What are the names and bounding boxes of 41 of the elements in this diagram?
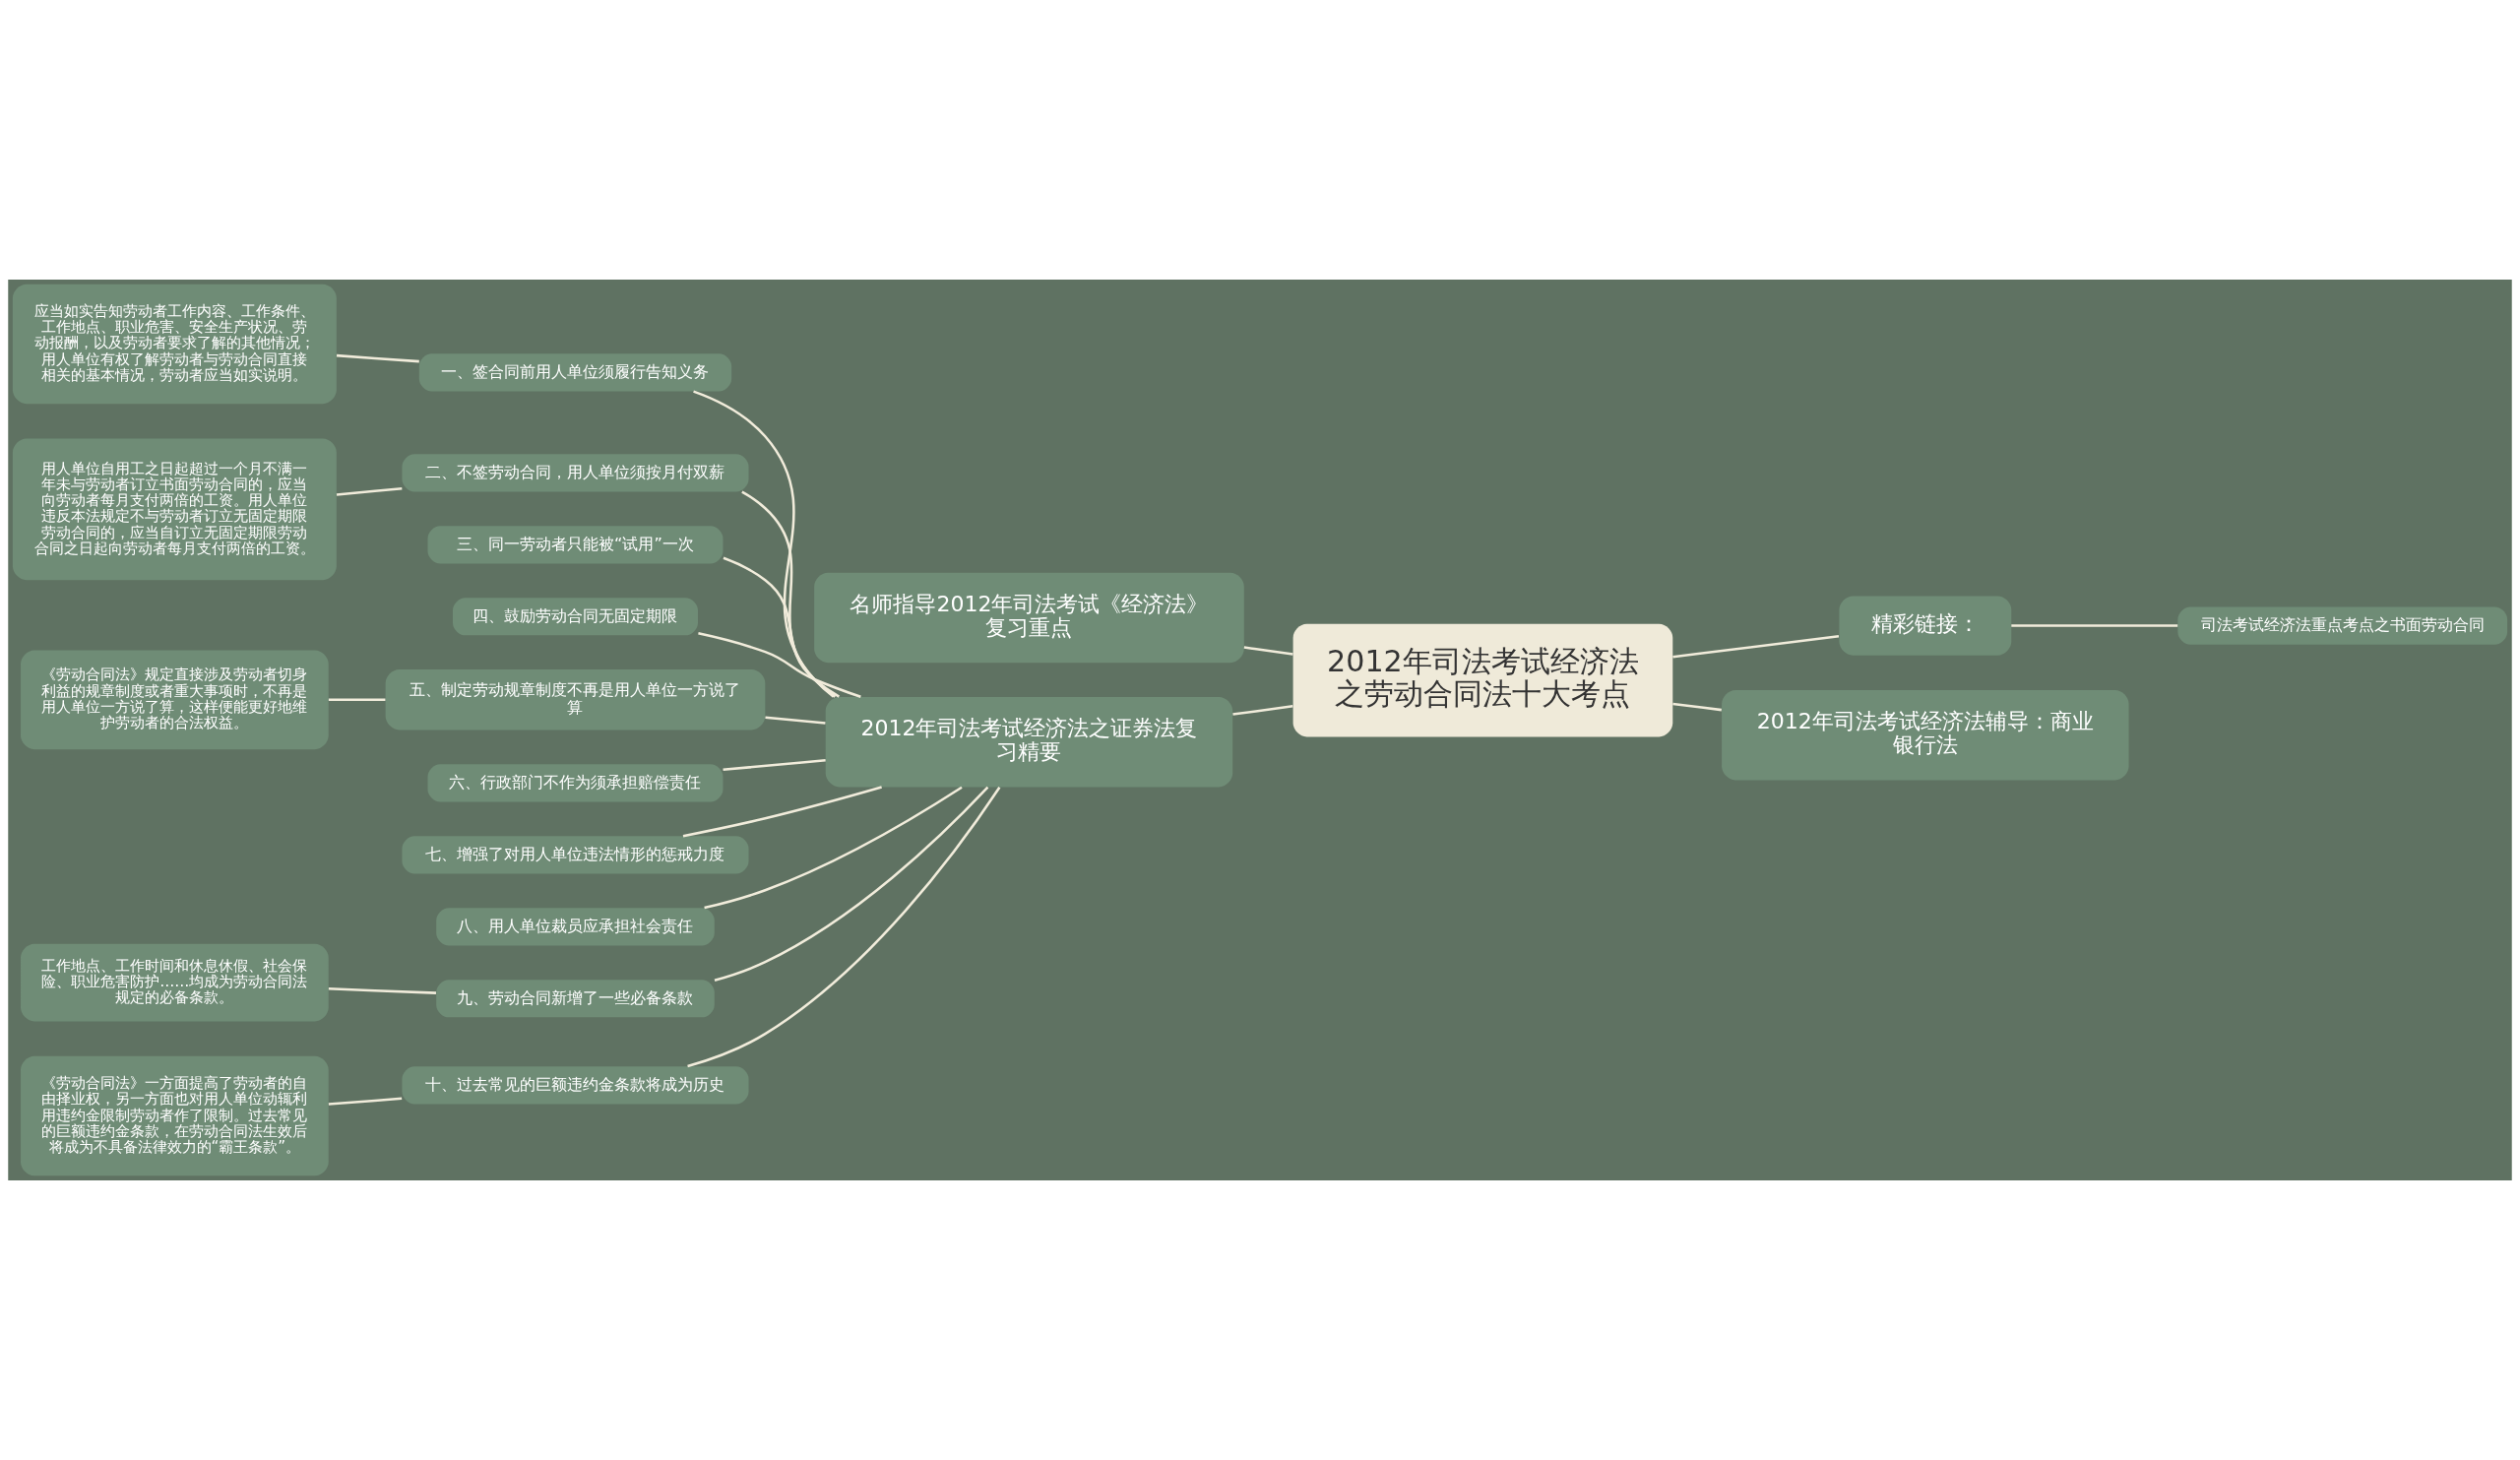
connector [723, 759, 826, 772]
node-box: 2012年司法考试经济法辅导：商业银行法 [1722, 689, 2129, 781]
node-box: 三、同一劳动者只能被“试用”一次 [427, 526, 724, 564]
node-box: 司法考试经济法重点考点之书面劳动合同 [2177, 606, 2508, 645]
node-box: 四、鼓励劳动合同无固定期限 [452, 598, 698, 636]
connector [328, 987, 437, 994]
node-box: 五、制定劳动规章制度不再是用人单位一方说了算 [385, 669, 766, 730]
node-box: 应当如实告知劳动者工作内容、工作条件、工作地点、职业危害、安全生产状况、劳动报酬，以及劳动者要求了解的其他情况；用人单位有权了解劳动者与劳动合同直接相关的基本情况，劳动者应当如实说明。 [12, 284, 337, 405]
connector [765, 716, 826, 725]
node-box: 精彩链接： [1839, 596, 2012, 656]
connector [1672, 635, 1840, 659]
node-box: 用人单位自用工之日起超过一个月不满一年未与劳动者订立书面劳动合同的，应当向劳动者每月支付两倍的工资。用人单位违反本法规定不与劳动者订立无固定期限劳动合同的，应当自订立无固定期限劳动合同之日起向劳动者每月支付两倍的工资。 [12, 438, 337, 581]
node-box: 八、用人单位裁员应承担社会责任 [436, 908, 715, 946]
connector [2011, 624, 2178, 627]
node-box: 二、不签劳动合同，用人单位须按月付双薪 [402, 454, 749, 492]
connector [682, 786, 882, 838]
connector [1243, 646, 1293, 656]
node-box: 九、劳动合同新增了一些必备条款 [436, 980, 715, 1018]
node-box: 《劳动合同法》一方面提高了劳动者的自由择业权，另一方面也对用人单位动辄利用违约金限制劳动者作了限制。过去常见的巨额违约金条款，在劳动合同法生效后将成为不具备法律效力的“霸王条款”。 [21, 1055, 329, 1176]
connector [336, 487, 403, 496]
node-box: 七、增强了对用人单位违法情形的惩戒力度 [402, 836, 749, 874]
node-box: 名师指导2012年司法考试《经济法》复习重点 [814, 572, 1244, 664]
connector [328, 1097, 403, 1106]
node-box: 2012年司法考试经济法之劳动合同法十大考点 [1292, 623, 1673, 737]
connector [714, 786, 989, 982]
connector [328, 698, 386, 702]
node-box: 一、签合同前用人单位须履行告知义务 [418, 353, 732, 392]
node-box: 工作地点、工作时间和休息休假、社会保险、职业危害防护……均成为劳动合同法规定的必备条款。 [21, 943, 329, 1022]
node-box: 2012年司法考试经济法之证券法复习精要 [825, 696, 1233, 788]
node-box: 六、行政部门不作为须承担赔偿责任 [427, 764, 724, 802]
connector [704, 786, 963, 910]
connector [1232, 705, 1293, 716]
connector [741, 490, 837, 698]
connector [723, 556, 840, 698]
connector [687, 787, 1001, 1068]
connector [693, 390, 835, 698]
connector [698, 632, 861, 699]
node-box: 《劳动合同法》规定直接涉及劳动者切身利益的规章制度或者重大事项时，不再是用人单位一方说了算，这样便能更好地维护劳动者的合法权益。 [21, 650, 329, 750]
connector [1672, 702, 1722, 712]
connector [336, 353, 419, 363]
node-box: 十、过去常见的巨额违约金条款将成为历史 [402, 1066, 749, 1105]
